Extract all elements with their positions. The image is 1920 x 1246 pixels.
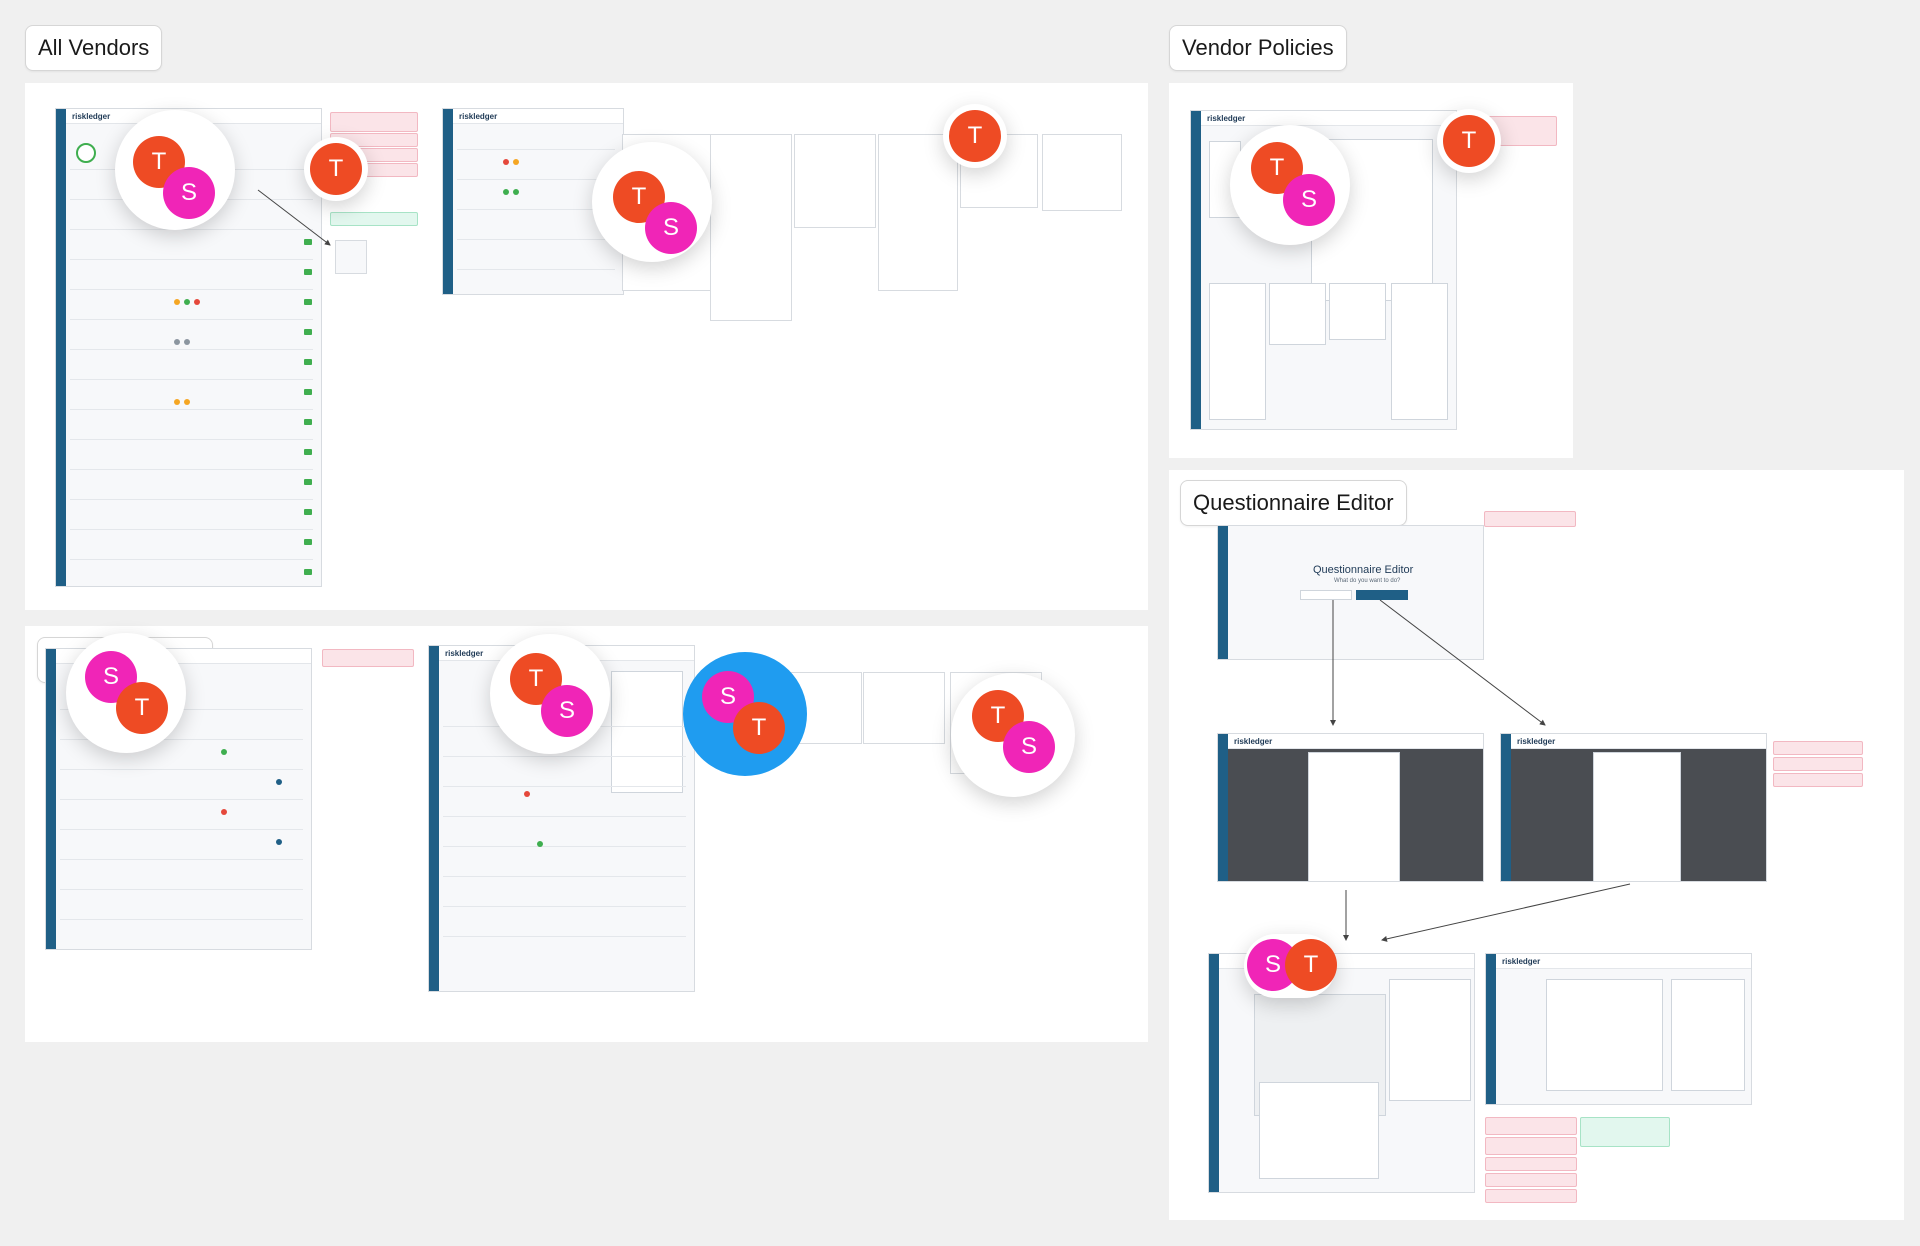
drawer-panel[interactable] <box>1042 134 1122 211</box>
collaborator-avatar-t[interactable]: T <box>310 143 362 195</box>
app-sidebar <box>1218 526 1228 659</box>
questionnaire-subheading: What do you want to do? <box>1334 578 1401 584</box>
policy-column[interactable] <box>1269 283 1326 345</box>
drawer-panel[interactable] <box>878 134 958 291</box>
app-header <box>1228 734 1483 749</box>
drawer-panel[interactable] <box>794 134 876 228</box>
comment-note[interactable] <box>1580 1117 1670 1147</box>
app-sidebar <box>46 649 56 949</box>
comment-note[interactable] <box>1485 1157 1577 1171</box>
questionnaire-heading: Questionnaire Editor <box>1313 564 1414 576</box>
app-sidebar <box>56 109 66 586</box>
comment-note[interactable] <box>1484 511 1576 527</box>
comment-note[interactable] <box>1485 1117 1577 1135</box>
screen-questionnaire-start[interactable]: Questionnaire Editor What do you want to… <box>1217 525 1484 660</box>
collaborator-avatar-t[interactable]: T <box>1285 939 1337 991</box>
app-sidebar <box>1501 734 1511 881</box>
comment-note[interactable] <box>1485 1173 1577 1187</box>
comment-note[interactable] <box>322 649 414 667</box>
comment-note[interactable] <box>1485 1137 1577 1155</box>
comment-note[interactable] <box>330 112 418 132</box>
collaborator-avatar-s[interactable]: S <box>645 202 697 254</box>
builder-modal[interactable] <box>1259 1082 1379 1179</box>
preview-card[interactable] <box>1546 979 1663 1091</box>
policy-column[interactable] <box>1391 283 1448 420</box>
comment-note[interactable] <box>1773 773 1863 787</box>
screen-questionnaire-preview[interactable]: riskledger <box>1485 953 1752 1105</box>
app-sidebar <box>443 109 453 294</box>
app-sidebar <box>1209 954 1219 1192</box>
app-sidebar <box>429 646 439 991</box>
policy-column[interactable] <box>1209 283 1266 420</box>
create-new-button[interactable] <box>1356 590 1408 600</box>
brand-logo: riskledger <box>445 649 484 658</box>
app-header <box>1496 954 1751 969</box>
question-list-modal[interactable] <box>1308 752 1400 881</box>
brand-logo: riskledger <box>72 112 111 121</box>
screen-question-builder[interactable] <box>1208 953 1475 1193</box>
side-drawer[interactable] <box>611 671 683 793</box>
brand-logo: riskledger <box>1234 737 1273 746</box>
preview-side[interactable] <box>1671 979 1745 1091</box>
collaborator-avatar-s[interactable]: S <box>541 685 593 737</box>
comment-note[interactable] <box>1773 757 1863 771</box>
collaborator-avatar-s[interactable]: S <box>1283 174 1335 226</box>
brand-logo: riskledger <box>1517 737 1556 746</box>
brand-logo: riskledger <box>1207 114 1246 123</box>
brand-logo: riskledger <box>1502 957 1541 966</box>
brand-logo: riskledger <box>459 112 498 121</box>
collaborator-avatar-t[interactable]: T <box>1443 115 1495 167</box>
collaborator-avatar-t[interactable]: T <box>116 682 168 734</box>
drawer-panel[interactable] <box>863 672 945 744</box>
screen-add-question[interactable]: riskledger <box>1500 733 1767 882</box>
collaborator-avatar-s[interactable]: S <box>1003 721 1055 773</box>
app-sidebar <box>1191 111 1201 429</box>
collaborator-avatar-s[interactable]: S <box>163 167 215 219</box>
status-ring <box>76 143 96 163</box>
app-sidebar <box>1486 954 1496 1104</box>
builder-sidebar[interactable] <box>1389 979 1471 1101</box>
comment-note[interactable] <box>1773 741 1863 755</box>
app-header <box>1201 111 1456 126</box>
zoomed-thumbnail[interactable] <box>335 240 367 274</box>
screen-edit-questionnaire[interactable]: riskledger <box>1217 733 1484 882</box>
question-form-modal[interactable] <box>1593 752 1681 881</box>
comment-note[interactable] <box>1485 1189 1577 1203</box>
app-header <box>453 109 623 124</box>
section-label-questionnaire-editor[interactable]: Questionnaire Editor <box>1180 480 1407 526</box>
policy-column[interactable] <box>1329 283 1386 340</box>
app-header <box>1511 734 1766 749</box>
collaborator-avatar-t[interactable]: T <box>733 702 785 754</box>
drawer-panel[interactable] <box>710 134 792 321</box>
collaborator-avatar-t[interactable]: T <box>949 110 1001 162</box>
section-label-all-vendors[interactable]: All Vendors <box>25 25 163 71</box>
section-label-vendor-policies[interactable]: Vendor Policies <box>1169 25 1347 71</box>
upload-existing-button[interactable] <box>1300 590 1352 600</box>
comment-note[interactable] <box>330 212 418 226</box>
app-sidebar <box>1218 734 1228 881</box>
